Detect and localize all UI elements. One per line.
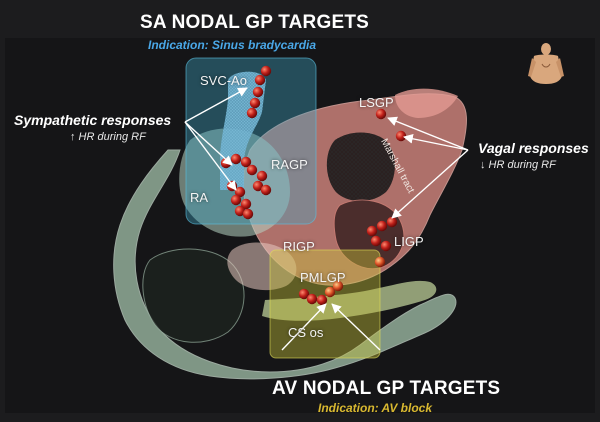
sympathetic-arrows <box>184 87 248 191</box>
label-ragp: RAGP <box>271 157 308 172</box>
sympathetic-responses-title: Sympathetic responses <box>14 112 172 128</box>
arrow-av-right <box>331 303 381 351</box>
ablation-point-ligp <box>380 240 392 252</box>
ablation-point-ragp <box>240 156 252 168</box>
arrow-to-svc-ao <box>184 87 248 123</box>
ablation-point-lsgp <box>395 130 407 142</box>
ra-inferior-region <box>142 248 245 343</box>
av-indication-label: Indication: AV block <box>318 401 433 415</box>
ablation-point-svc-ao <box>249 97 261 109</box>
torso-orientation-icon <box>528 43 564 84</box>
ablation-point-ligp <box>370 235 382 247</box>
ablation-point-ligp <box>386 216 398 228</box>
ablation-point-svc-ao <box>246 107 258 119</box>
ablation-point-ligp <box>366 225 378 237</box>
ablation-point-ragp <box>252 180 264 192</box>
vagal-responses-title: Vagal responses <box>478 140 589 156</box>
ablation-point-ragp <box>230 153 242 165</box>
ablation-point-ra <box>234 186 246 198</box>
label-lsgp: LSGP <box>359 95 394 110</box>
arrow-to-ra <box>184 121 237 191</box>
la-mesh-texture <box>326 132 395 201</box>
label-ligp: LIGP <box>394 234 424 249</box>
ablation-point-ragp <box>256 170 268 182</box>
coronary-sinus-tube <box>262 280 437 321</box>
ablation-point-svc-ao <box>260 65 272 77</box>
ablation-point-ra <box>242 208 254 220</box>
ablation-point-ligp <box>374 256 386 268</box>
rigp-region <box>227 242 297 291</box>
arrow-av-left <box>281 303 327 351</box>
label-svc-ao: SVC-Ao <box>200 73 247 88</box>
ablation-point-ragp <box>246 164 258 176</box>
ablation-point-pmlgp <box>306 293 318 305</box>
label-pmlgp: PMLGP <box>300 270 346 285</box>
ablation-point-lsgp <box>375 108 387 120</box>
ablation-point-pmlgp <box>324 286 336 298</box>
label-cs-os: CS os <box>288 325 324 340</box>
ablation-point-ragp <box>260 184 272 196</box>
sa-target-box <box>185 57 317 225</box>
sympathetic-responses-sub: ↑ HR during RF <box>70 131 146 143</box>
arrow-to-marshall <box>403 133 469 151</box>
ablation-point-ra <box>234 205 246 217</box>
ablation-point-pmlgp <box>332 280 344 292</box>
label-rigp: RIGP <box>283 239 315 254</box>
arrow-to-lsgp <box>387 116 469 151</box>
ablation-point-ra <box>240 198 252 210</box>
av-targets-title: AV NODAL GP TARGETS <box>272 378 501 399</box>
vagal-arrows <box>387 116 469 219</box>
ablation-point-svc-ao <box>254 74 266 86</box>
ablation-point-pmlgp <box>316 294 328 306</box>
left-atrial-appendage <box>395 88 458 118</box>
arrow-to-ligp <box>391 149 469 219</box>
vagal-responses-sub: ↓ HR during RF <box>480 159 556 171</box>
sa-targets-title: SA NODAL GP TARGETS <box>140 12 370 33</box>
ablation-point-pmlgp <box>298 288 310 300</box>
ablation-point-svc-ao <box>252 86 264 98</box>
arrow-to-ragp <box>184 121 233 166</box>
av-arrows <box>281 303 381 351</box>
sa-indication-label: Indication: Sinus bradycardia <box>148 38 317 52</box>
ablation-point-ra <box>230 194 242 206</box>
label-ra: RA <box>190 190 209 205</box>
ablation-point-ligp <box>376 220 388 232</box>
